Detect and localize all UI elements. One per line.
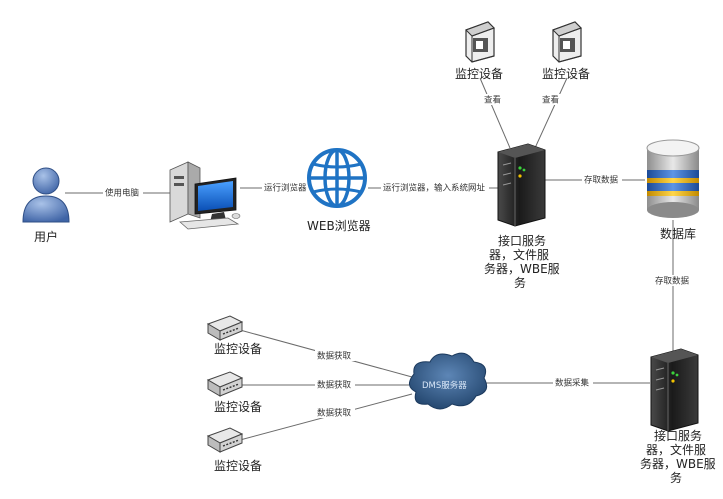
network-switch-icon (206, 371, 244, 397)
monitor-top-2-node: 监控设备 (542, 21, 590, 81)
server-top-label-line-2: 器，文件服 (489, 247, 549, 262)
edge-label-cloud-server: 数据采集 (555, 378, 590, 389)
cloud-icon (409, 352, 488, 410)
user-label: 用户 (34, 229, 58, 244)
network-switch-icon (206, 427, 244, 453)
server-bottom-label-line-4: 务 (670, 470, 682, 485)
edge-label-view-2: 查看 (542, 95, 559, 106)
edge-label-monitor-b2: 数据获取 (317, 380, 352, 391)
monitor-bottom-1-label: 监控设备 (214, 342, 262, 356)
server-rack-icon (497, 143, 546, 227)
user-node: 用户 (22, 167, 70, 244)
edge-server-monitor-1 (479, 77, 511, 149)
cctv-camera-icon (465, 21, 495, 63)
server-rack-icon (650, 348, 699, 432)
edge-label-view-1: 查看 (484, 95, 501, 106)
monitor-top-1-node: 监控设备 (455, 21, 503, 81)
edge-server-monitor-2 (534, 77, 568, 149)
server-top-label-line-4: 务 (514, 275, 526, 290)
monitor-bottom-3-label: 监控设备 (214, 459, 262, 473)
server-top-node: 接口服务 器，文件服 务器，WBE服 务 (484, 143, 560, 290)
cloud-label: DMS服务器 (422, 380, 467, 391)
edge-label-pc-browser: 运行浏览器 (264, 183, 307, 194)
database-node: 数据库 (646, 139, 700, 241)
network-switch-icon (206, 315, 244, 341)
server-bottom-node: 接口服务 器，文件服 务器，WBE服 务 (640, 348, 716, 485)
computer-icon (169, 161, 241, 230)
server-bottom-label-line-3: 务器，WBE服 (640, 456, 716, 471)
server-top-label-line-3: 务器，WBE服 (484, 261, 560, 276)
monitor-top-1-label: 监控设备 (455, 67, 503, 81)
globe-icon (307, 148, 367, 208)
server-bottom-label-line-1: 接口服务 (654, 428, 702, 443)
user-icon (22, 167, 70, 223)
database-label: 数据库 (660, 226, 696, 241)
edge-label-server-db: 存取数据 (584, 175, 619, 186)
monitor-bottom-1-node: 监控设备 (206, 315, 262, 356)
cloud-node: DMS服务器 (409, 352, 488, 410)
database-icon (646, 139, 700, 218)
monitor-bottom-2-node: 监控设备 (206, 371, 262, 414)
edge-label-user-pc: 使用电脑 (105, 188, 140, 199)
server-top-label-line-1: 接口服务 (498, 233, 546, 248)
edge-label-monitor-b3: 数据获取 (317, 408, 352, 419)
edge-label-db-server-bottom: 存取数据 (655, 276, 690, 287)
monitor-bottom-3-node: 监控设备 (206, 427, 262, 473)
browser-label: WEB浏览器 (307, 218, 371, 233)
edge-label-monitor-b1: 数据获取 (317, 351, 352, 362)
server-bottom-label-line-2: 器，文件服 (646, 442, 706, 457)
edge-labels: 使用电脑 运行浏览器 运行浏览器，输入系统网址 查看 查看 存取数据 存取数据 … (103, 94, 694, 419)
pc-node (169, 161, 241, 230)
browser-node: WEB浏览器 (307, 148, 371, 233)
monitor-top-2-label: 监控设备 (542, 67, 590, 81)
monitor-bottom-2-label: 监控设备 (214, 400, 262, 414)
edge-label-browser-server: 运行浏览器，输入系统网址 (383, 183, 486, 194)
cctv-camera-icon (552, 21, 582, 63)
